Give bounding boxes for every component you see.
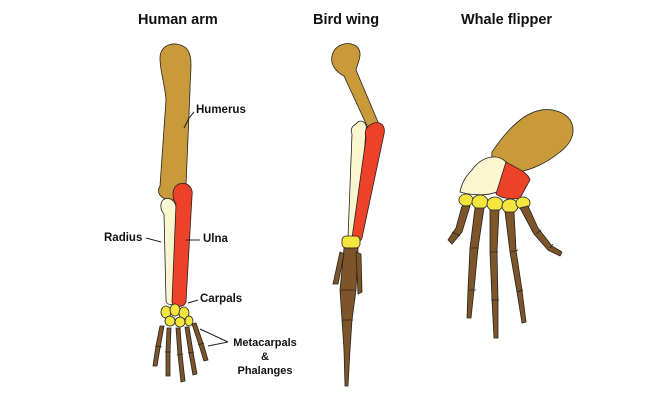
label-ampersand: & [261,351,269,363]
whale-radius [459,156,507,196]
title-bird-wing: Bird wing [313,12,380,28]
bird-phalanges [332,247,363,387]
label-phalanges: Phalanges [237,365,293,377]
bird-humerus [331,43,381,132]
title-whale-flipper: Whale flipper [461,12,553,28]
whale-phalanges [447,205,563,339]
label-ulna: Ulna [203,233,228,245]
human-phalanges [152,322,209,383]
label-radius: Radius [104,232,143,244]
human-carpals [160,303,194,328]
title-human-arm: Human arm [138,12,218,28]
label-metacarpals-phalanges: Metacarpals & Phalanges [228,336,302,378]
label-metacarpals: Metacarpals [233,337,297,349]
bird-carpals [341,235,361,249]
human-arm-illustration [145,43,229,383]
whale-carpals [458,193,531,214]
bird-wing-illustration [331,43,385,387]
human-ulna [171,182,193,307]
human-humerus [158,43,192,201]
label-humerus: Humerus [196,104,246,116]
whale-flipper-illustration [447,109,574,339]
label-carpals: Carpals [200,293,243,305]
